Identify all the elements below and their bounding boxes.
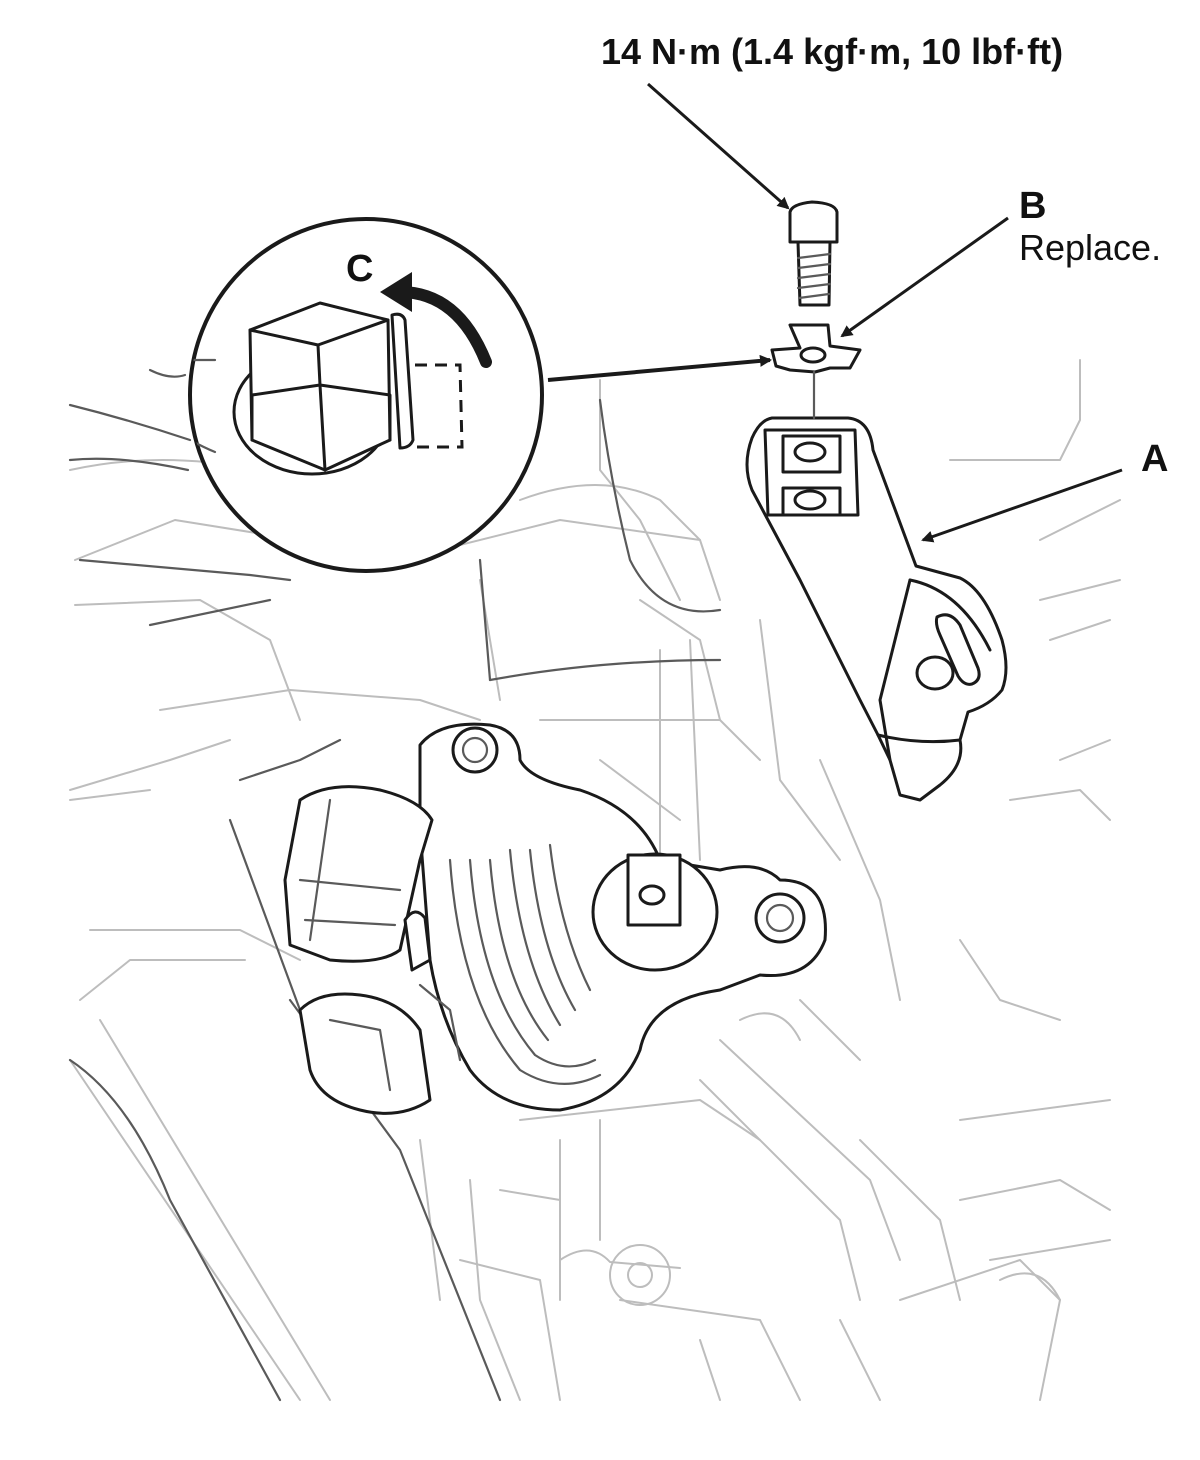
callout-a-label: A [1141, 438, 1169, 480]
transmission-mount [283, 722, 827, 1115]
leader-lines [547, 82, 1123, 543]
detail-view-c [188, 217, 544, 573]
a-leader [921, 468, 1123, 543]
detail-leader [547, 354, 772, 382]
lock-washer-b [770, 323, 862, 374]
torque-leader [647, 82, 790, 210]
torque-spec-label: 14 N·m (1.4 kgf·m, 10 lbf·ft) [601, 31, 1064, 72]
b-leader [840, 216, 1009, 338]
bolt [788, 200, 839, 307]
callout-b-label: B [1019, 185, 1047, 227]
callout-c-label: C [346, 248, 374, 290]
callout-b-note: Replace. [1019, 227, 1162, 268]
mount-bracket-a [745, 416, 1008, 802]
